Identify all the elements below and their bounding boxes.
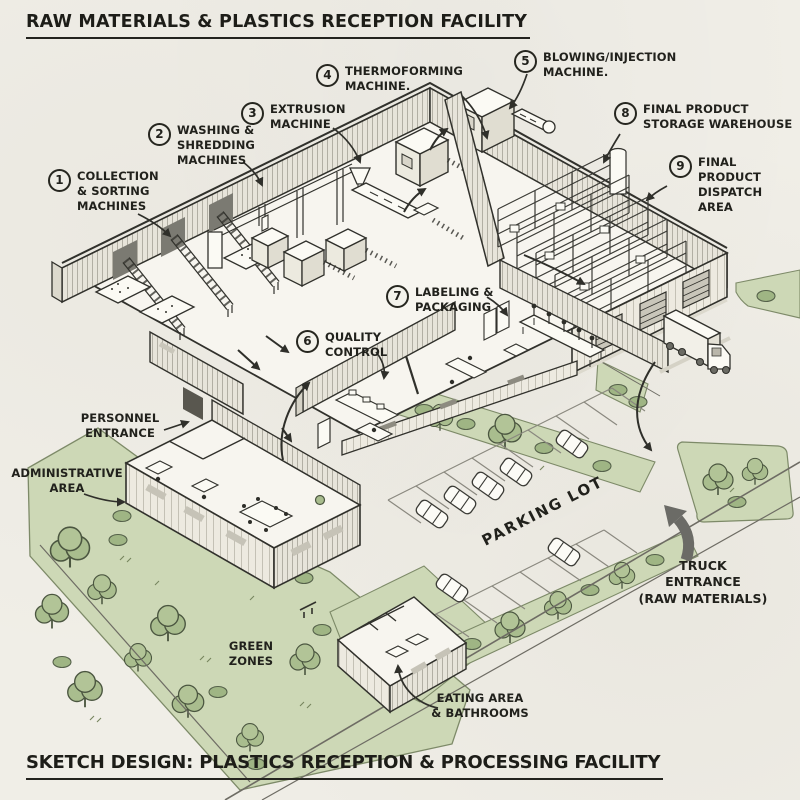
label-text: WASHING & SHREDDING MACHINES xyxy=(177,123,255,167)
warehouse-partition-wall xyxy=(444,90,505,268)
label-truck-entrance: TRUCK ENTRANCE (RAW MATERIALS) xyxy=(638,558,768,606)
label-washing-shredding: 2 WASHING & SHREDDING MACHINES xyxy=(148,123,255,168)
label-dispatch-area: 9 FINAL PRODUCT DISPATCH AREA xyxy=(669,155,800,215)
roads xyxy=(39,359,800,800)
washing-shredding-machines xyxy=(207,163,398,288)
number-badge-1: 1 xyxy=(48,169,71,192)
number-badge-4: 4 xyxy=(316,64,339,87)
number-badge-7: 7 xyxy=(386,285,409,308)
label-labeling-packaging: 7 LABELING & PACKAGING xyxy=(386,285,494,315)
label-personnel-entrance: PERSONNEL ENTRANCE xyxy=(80,411,160,440)
label-blowing-injection: 5 BLOWING/INJECTION MACHINE. xyxy=(514,50,676,80)
eating-area-building xyxy=(299,596,468,714)
label-collection-sorting: 1 COLLECTION & SORTING MACHINES xyxy=(48,169,159,214)
label-text: QUALITY CONTROL xyxy=(325,330,388,359)
number-badge-9: 9 xyxy=(669,155,692,178)
label-text: THERMOFORMING MACHINE. xyxy=(345,64,463,93)
page-title: RAW MATERIALS & PLASTICS RECEPTION FACIL… xyxy=(26,12,531,39)
number-badge-2: 2 xyxy=(148,123,171,146)
collection-sorting-machines xyxy=(94,193,280,340)
label-quality-control: 6 QUALITY CONTROL xyxy=(296,330,387,360)
label-extrusion: 3 EXTRUSION MACHINE xyxy=(241,102,346,132)
label-text: FINAL PRODUCT DISPATCH AREA xyxy=(698,155,763,214)
number-badge-8: 8 xyxy=(614,102,637,125)
label-storage-warehouse: 8 FINAL PRODUCT STORAGE WAREHOUSE xyxy=(614,102,792,132)
factory-building xyxy=(51,81,729,456)
administrative-building xyxy=(124,398,362,590)
truck-icon xyxy=(659,309,731,375)
number-badge-6: 6 xyxy=(296,330,319,353)
personnel-door xyxy=(183,387,203,420)
number-badge-5: 5 xyxy=(514,50,537,73)
label-text: FINAL PRODUCT STORAGE WAREHOUSE xyxy=(643,102,793,131)
personnel-entrance-wall xyxy=(149,330,244,420)
label-eating-area: EATING AREA & BATHROOMS xyxy=(431,691,529,720)
label-green-zones: GREEN ZONES xyxy=(228,639,274,668)
footer-title: SKETCH DESIGN: PLASTICS RECEPTION & PROC… xyxy=(26,752,664,780)
number-badge-3: 3 xyxy=(241,102,264,125)
label-text: LABELING & PACKAGING xyxy=(415,285,494,314)
label-text: COLLECTION & SORTING MACHINES xyxy=(77,169,159,213)
label-administrative-area: ADMINISTRATIVE AREA xyxy=(11,466,123,495)
process-flow-arrows xyxy=(237,127,656,461)
label-thermoforming: 4 THERMOFORMING MACHINE. xyxy=(316,64,463,94)
label-leader-arrows xyxy=(83,73,668,709)
labeling-packaging-area xyxy=(483,258,669,374)
label-text: EXTRUSION MACHINE xyxy=(270,102,346,131)
label-text: BLOWING/INJECTION MACHINE. xyxy=(543,50,677,79)
truck-entrance-arrow xyxy=(664,505,695,562)
